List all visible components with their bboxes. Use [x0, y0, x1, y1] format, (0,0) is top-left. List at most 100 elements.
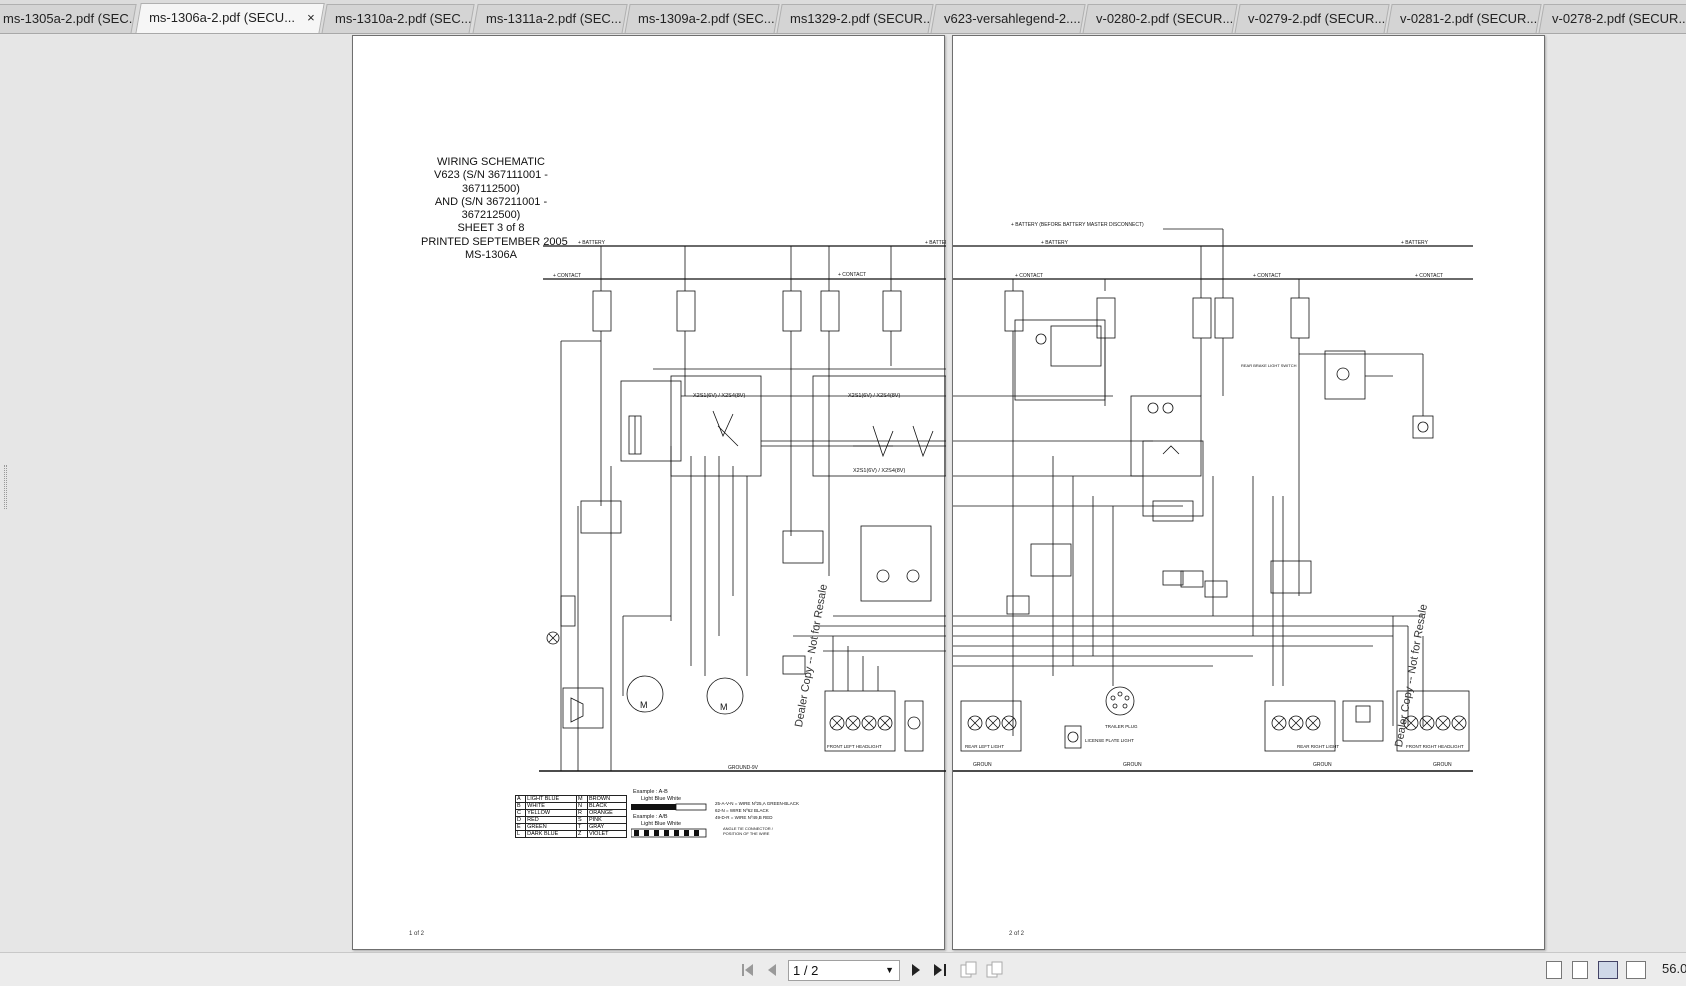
zoom-level[interactable]: 56.0	[1662, 961, 1686, 976]
legend-code: C	[514, 809, 527, 817]
wiring-schematic-left: M M FRONT LEFT HEADLIGHT	[539, 240, 946, 772]
page-footer: 2 of 2	[1009, 931, 1025, 937]
wire-example-2-sub: Light Blue White	[641, 821, 682, 827]
tab-label: v-0281-2.pdf (SECUR...	[1400, 11, 1538, 26]
battery-rail-label: + BATTERY	[925, 240, 946, 246]
tab-ms-1306a[interactable]: ms-1306a-2.pdf (SECU... ×	[135, 3, 325, 33]
legend-code: E	[514, 823, 527, 831]
first-page-icon[interactable]	[738, 960, 758, 980]
rear-right-light-label: REAR RIGHT LIGHT	[1297, 744, 1339, 749]
wire-example-1-sub: Light Blue White	[641, 796, 682, 802]
legend-code: B	[514, 802, 527, 810]
ground-label: GROUN	[973, 762, 992, 768]
tab-label: ms-1305a-2.pdf (SEC...	[3, 11, 137, 26]
brake-switch-label: REAR BRAKE LIGHT SWITCH	[1241, 363, 1297, 368]
contact-rail-label: + CONTACT	[553, 273, 581, 279]
page-number-select[interactable]: 1 / 2 ▼	[788, 960, 900, 981]
title-line: SHEET 3 of 8	[457, 222, 525, 235]
legend-color: GREEN	[525, 823, 577, 831]
tab-v-0280[interactable]: v-0280-2.pdf (SECUR...	[1082, 4, 1238, 33]
connector-note: ANGLE TIE CONNECTOR / POSITION OF THE WI…	[723, 826, 773, 836]
battery-rail-label: + BATTERY	[1041, 240, 1069, 246]
legend-color: LIGHT BLUE	[525, 795, 577, 803]
bus-label: X2S1(6V) / X2S4(8V)	[848, 393, 900, 399]
legend-code: L	[514, 830, 527, 838]
legend-code: N	[575, 802, 588, 810]
wire-example-1-title: Example : A-B	[633, 789, 668, 795]
document-viewport[interactable]: WIRING SCHEMATIC V623 (S/N 367111001 - 3…	[0, 35, 1686, 952]
legend-color: VIOLET	[586, 830, 628, 838]
tab-v-0281[interactable]: v-0281-2.pdf (SECUR...	[1386, 4, 1542, 33]
contact-rail-label: + CONTACT	[1415, 273, 1443, 279]
title-line: PRINTED SEPTEMBER 2005	[421, 235, 568, 248]
tab-ms-1311a[interactable]: ms-1311a-2.pdf (SEC...	[472, 4, 628, 33]
legend-color: WHITE	[525, 802, 577, 810]
front-left-headlight-label: FRONT LEFT HEADLIGHT	[827, 744, 882, 749]
front-right-headlight-label: FRONT RIGHT HEADLIGHT	[1406, 744, 1464, 749]
title-line: AND (S/N 367211001 -	[434, 195, 548, 208]
schematic-title-block: WIRING SCHEMATIC V623 (S/N 367111001 - 3…	[421, 156, 568, 262]
navigation-toolbar: 1 / 2 ▼ 56.0	[0, 952, 1686, 986]
tab-label: ms-1310a-2.pdf (SEC...	[335, 11, 472, 26]
tab-v-0279[interactable]: v-0279-2.pdf (SECUR...	[1234, 4, 1390, 33]
legend-code: R	[575, 809, 588, 817]
battery-master-label: + BATTERY (BEFORE BATTERY MASTER DISCONN…	[1011, 222, 1144, 228]
page-number-value: 1 / 2	[793, 963, 819, 978]
license-plate-light-label: LICENSE PLATE LIGHT	[1085, 738, 1134, 743]
panel-resize-handle[interactable]	[4, 465, 7, 509]
tab-label: ms1329-2.pdf (SECUR...	[790, 11, 934, 26]
legend-code: S	[575, 816, 588, 824]
wire-example-2-title: Example : A/B	[633, 814, 668, 820]
ground-label: GROUN	[1313, 762, 1332, 768]
next-page-icon[interactable]	[906, 960, 926, 980]
legend-color: BROWN	[586, 795, 628, 803]
tab-label: v623-versahlegend-2....	[944, 11, 1081, 26]
wire-example-2-swatch	[631, 828, 707, 838]
ground-label: GROUN	[1433, 762, 1452, 768]
legend-color: PINK	[586, 816, 628, 824]
tab-ms-1309a[interactable]: ms-1309a-2.pdf (SEC...	[624, 4, 780, 33]
tab-label: v-0280-2.pdf (SECUR...	[1096, 11, 1234, 26]
tab-bar: ms-1305a-2.pdf (SEC... ms-1306a-2.pdf (S…	[0, 0, 1686, 34]
wiring-schematic-right: + BATTERY (BEFORE BATTERY MASTER DISCONN…	[953, 222, 1473, 772]
tab-ms1329[interactable]: ms1329-2.pdf (SECUR...	[776, 4, 934, 33]
battery-rail-label: + BATTERY	[578, 240, 606, 246]
ground-label: GROUN	[1123, 762, 1142, 768]
wire-note: 49-D-R = WIRE Nº49,B RED	[715, 815, 773, 820]
prev-page-icon[interactable]	[762, 960, 782, 980]
tab-v623-versahlegend[interactable]: v623-versahlegend-2....	[930, 4, 1086, 33]
wire-note: 25-A-V-N = WIRE Nº25,A GREEN-BLACK	[715, 801, 800, 806]
chevron-down-icon: ▼	[885, 965, 894, 975]
rotate-right-icon[interactable]	[984, 960, 1004, 980]
legend-color: DARK BLUE	[525, 830, 577, 838]
wiper-motor-label: M	[720, 702, 728, 712]
tab-label: ms-1306a-2.pdf (SECU...	[149, 10, 296, 25]
continuous-view-icon[interactable]	[1572, 961, 1588, 979]
legend-color: GRAY	[586, 823, 628, 831]
single-page-view-icon[interactable]	[1546, 961, 1562, 979]
tab-ms-1310a[interactable]: ms-1310a-2.pdf (SEC...	[321, 4, 475, 33]
rear-left-light-label: REAR LEFT LIGHT	[965, 744, 1004, 749]
legend-code: T	[575, 823, 588, 831]
wire-note: 62-N = WIRE Nº62 BLACK	[715, 808, 769, 813]
tab-v-0278[interactable]: v-0278-2.pdf (SECUR...	[1538, 4, 1686, 33]
legend-code: Z	[575, 830, 588, 838]
facing-pages-view-icon[interactable]	[1598, 961, 1618, 979]
close-tab-icon[interactable]: ×	[307, 10, 316, 25]
rotate-left-icon[interactable]	[958, 960, 978, 980]
last-page-icon[interactable]	[930, 960, 950, 980]
tab-ms-1305a[interactable]: ms-1305a-2.pdf (SEC...	[0, 4, 137, 33]
title-line: 367212500)	[461, 209, 521, 222]
continuous-facing-view-icon[interactable]	[1626, 961, 1646, 979]
contact-rail-label: + CONTACT	[1253, 273, 1281, 279]
page-footer: 1 of 2	[409, 931, 425, 937]
pdf-page-1: WIRING SCHEMATIC V623 (S/N 367111001 - 3…	[352, 35, 946, 950]
trailer-plug-label: TRAILER PLUG	[1105, 724, 1138, 729]
contact-rail-label: + CONTACT	[1015, 273, 1043, 279]
